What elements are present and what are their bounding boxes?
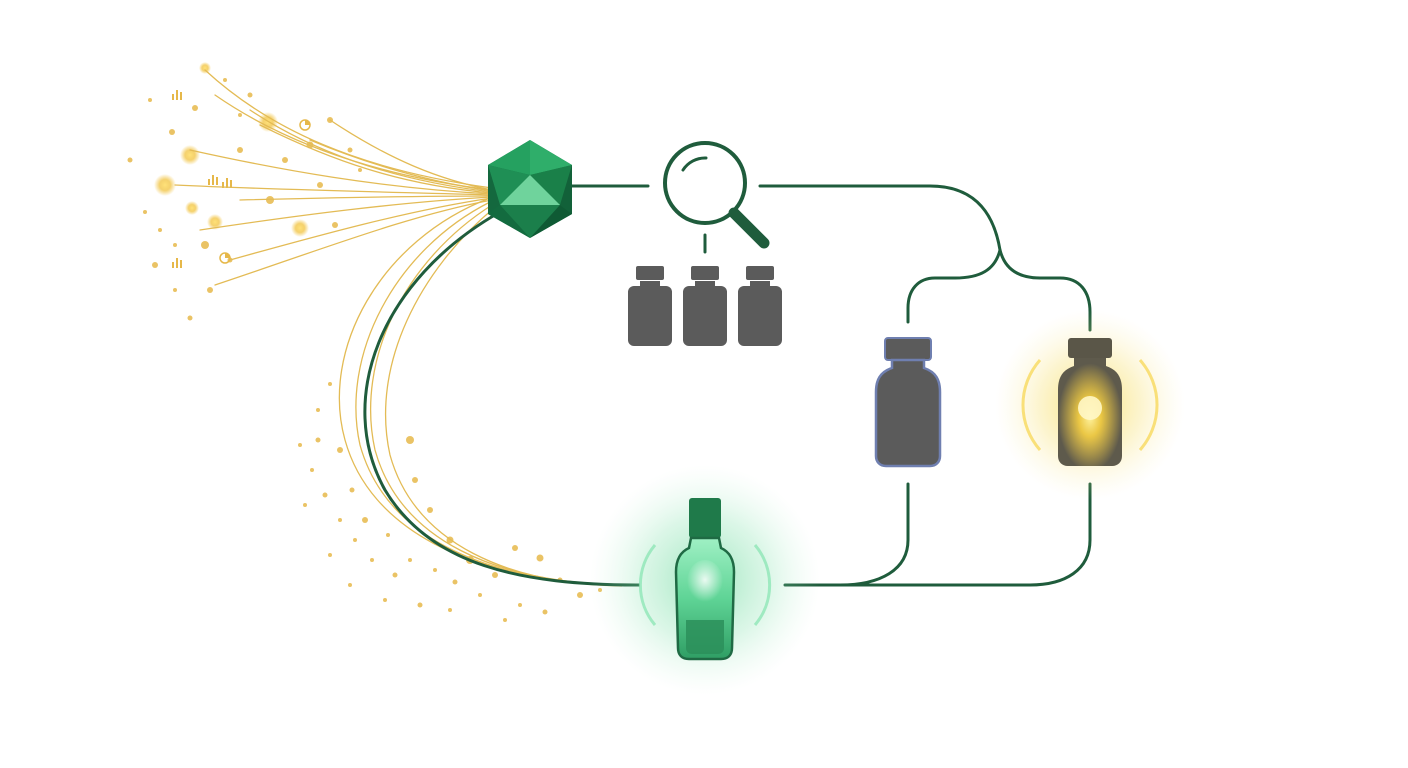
magnifier-icon	[663, 141, 770, 249]
data-particle	[148, 98, 152, 102]
mini-bar-glyph	[222, 182, 224, 188]
data-particle	[303, 503, 307, 507]
data-particle	[127, 157, 133, 163]
mini-bar-glyph	[172, 262, 174, 268]
data-particle	[408, 558, 412, 562]
mini-bar-glyph	[176, 90, 178, 100]
mini-bar-glyph	[212, 175, 214, 185]
data-particle	[392, 572, 398, 578]
data-particle	[383, 598, 387, 602]
data-particle	[433, 568, 437, 572]
data-particle	[353, 538, 357, 542]
mini-bar-glyph	[216, 177, 218, 185]
flow-connectors	[570, 184, 1092, 587]
data-particle	[512, 545, 518, 551]
gold-curve-lines	[338, 197, 623, 587]
data-particle	[154, 174, 176, 196]
data-particle	[201, 241, 209, 249]
candidate-bottle	[628, 266, 672, 346]
data-particle	[207, 287, 213, 293]
mini-bar-glyph	[226, 178, 228, 188]
data-particle	[348, 583, 352, 587]
glowing-perfume-bottle-icon	[590, 465, 820, 695]
data-particle	[310, 468, 314, 472]
mini-pie-slice	[225, 253, 230, 258]
data-particle	[315, 437, 321, 443]
data-particle	[173, 288, 177, 292]
data-particle	[237, 147, 243, 153]
data-particle	[492, 572, 498, 578]
data-particle	[542, 609, 548, 615]
data-particle	[192, 105, 198, 111]
data-particle	[478, 593, 482, 597]
data-particle	[358, 168, 362, 172]
data-particle	[362, 517, 368, 523]
data-particle	[143, 210, 147, 214]
data-particle	[247, 92, 253, 98]
data-particle	[386, 533, 390, 537]
data-particle	[406, 436, 414, 444]
data-particle	[417, 602, 423, 608]
glowing-bottle-icon	[995, 310, 1185, 500]
data-particle	[180, 145, 200, 165]
data-particle	[328, 382, 332, 386]
mini-bar-glyph	[176, 258, 178, 268]
data-particle	[238, 113, 242, 117]
gold-fiber-lines	[174, 69, 493, 286]
data-particle	[169, 129, 175, 135]
data-particle	[332, 222, 338, 228]
data-particles-icon	[127, 62, 602, 622]
data-particle	[448, 608, 452, 612]
mini-bar-glyph	[208, 179, 210, 185]
data-particle	[207, 214, 223, 230]
data-particle	[328, 553, 332, 557]
main-flow-line	[363, 210, 641, 587]
bottle-group-icon	[628, 266, 782, 346]
mini-pie-slice	[305, 120, 310, 125]
data-particle	[518, 603, 522, 607]
mini-bar-glyph	[180, 260, 182, 268]
data-particle	[173, 243, 177, 247]
data-particle	[298, 443, 302, 447]
mini-bar-glyph	[172, 94, 174, 100]
data-particle	[282, 157, 288, 163]
data-particle	[349, 487, 355, 493]
data-particle	[291, 219, 309, 237]
data-particle	[347, 147, 353, 153]
data-particle	[199, 62, 211, 74]
data-particle	[536, 554, 544, 562]
data-particle	[158, 228, 162, 232]
green-gem-icon	[488, 140, 572, 238]
data-particle	[452, 579, 458, 585]
data-particle	[317, 182, 323, 188]
candidate-bottle	[738, 266, 782, 346]
data-particle	[316, 408, 320, 412]
mini-bar-glyph	[230, 180, 232, 188]
data-particle	[577, 592, 583, 598]
data-particle	[185, 201, 199, 215]
mini-bar-glyph	[180, 92, 182, 100]
candidate-bottle	[683, 266, 727, 346]
data-particle	[412, 477, 418, 483]
data-particle	[223, 78, 227, 82]
data-particle	[503, 618, 507, 622]
data-particle	[337, 447, 343, 453]
data-particle	[266, 196, 274, 204]
data-particle	[370, 558, 374, 562]
data-particle	[338, 518, 342, 522]
data-particle	[152, 262, 158, 268]
data-particle	[427, 507, 433, 513]
data-particle	[187, 315, 193, 321]
data-particle	[322, 492, 328, 498]
bottle-icon	[874, 337, 942, 468]
